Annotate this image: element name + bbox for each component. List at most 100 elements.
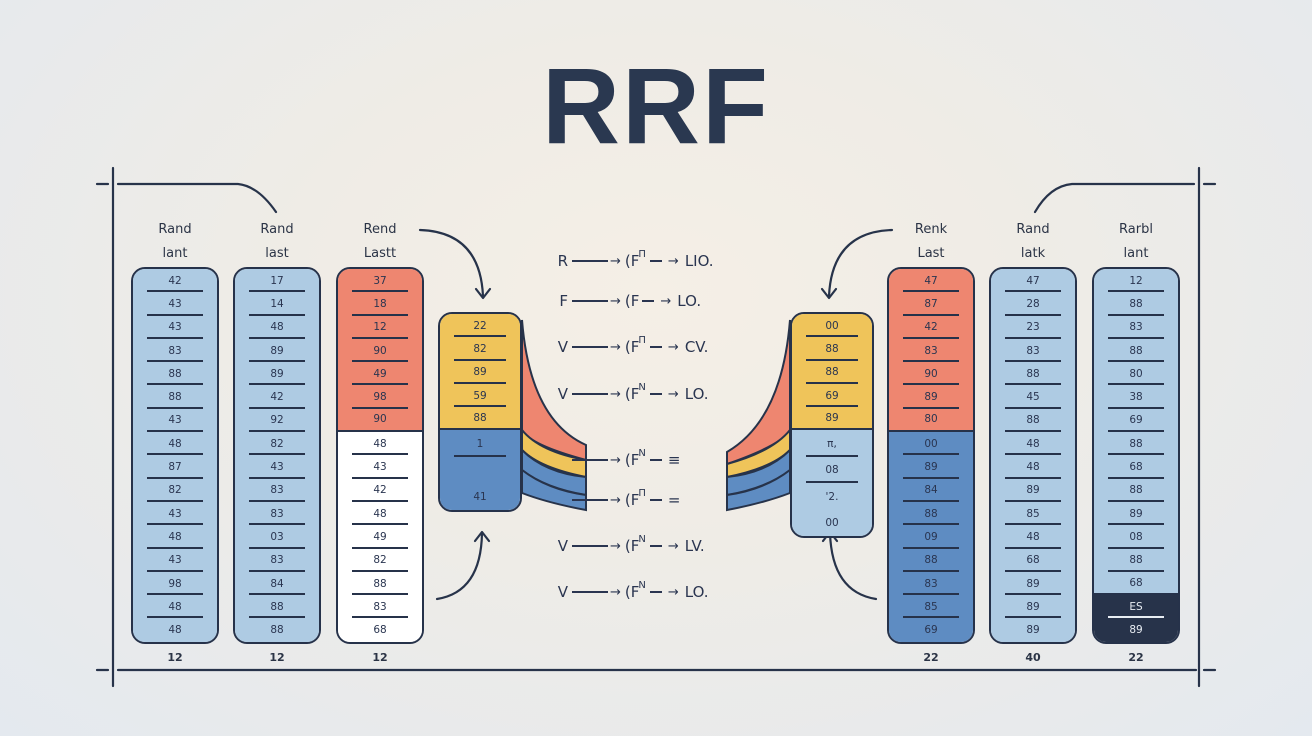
connector-line bbox=[572, 459, 608, 461]
list-cell: 47 bbox=[889, 269, 973, 293]
list-cell: 87 bbox=[133, 455, 217, 479]
function-superscript: Π bbox=[638, 248, 646, 260]
formula-input-label: V bbox=[557, 583, 568, 601]
connector-line bbox=[649, 545, 662, 547]
list-cell-value: 43 bbox=[168, 507, 182, 520]
list-cell-value: 88 bbox=[373, 577, 387, 590]
list-cell-value: 88 bbox=[270, 624, 284, 637]
list-cell-value: 68 bbox=[1026, 554, 1040, 567]
list-cell: 69 bbox=[1094, 408, 1178, 433]
list-cell-value: 84 bbox=[924, 484, 938, 497]
list-cell: 89 bbox=[792, 407, 872, 431]
list-cell-value: 89 bbox=[1026, 484, 1040, 497]
list-cell-value: 89 bbox=[924, 461, 938, 474]
fusion-function: (F bbox=[624, 385, 640, 403]
connector-line bbox=[572, 545, 608, 547]
list-cell-value: 69 bbox=[1129, 414, 1143, 427]
connector-line bbox=[572, 393, 608, 395]
list-cell-value: 83 bbox=[924, 344, 938, 357]
connector-line bbox=[649, 499, 662, 501]
function-superscript: N bbox=[638, 447, 646, 459]
list-cell: 38 bbox=[1094, 385, 1178, 410]
arrow-icon: → bbox=[667, 339, 679, 355]
list-cell-value: 88 bbox=[473, 411, 487, 424]
formula-result: LO. bbox=[677, 292, 702, 310]
list-cell-value: 88 bbox=[924, 554, 938, 567]
arrow-icon: → bbox=[667, 538, 679, 554]
list-cell: π, bbox=[792, 430, 872, 457]
arrow-top-left-head bbox=[474, 287, 492, 300]
fusion-function: (F bbox=[624, 338, 640, 356]
list-cell-value: 69 bbox=[924, 624, 938, 637]
list-cell: 22 bbox=[440, 314, 520, 338]
list-cell: 89 bbox=[991, 595, 1075, 619]
connector-line bbox=[649, 393, 662, 395]
right-ribbon bbox=[726, 319, 791, 512]
list-cell-value: 88 bbox=[270, 600, 284, 613]
list-cell: 89 bbox=[235, 338, 319, 363]
formula-result: LO. bbox=[684, 385, 709, 403]
list-cell-value: 08 bbox=[1129, 530, 1143, 543]
list-cell: 08 bbox=[792, 456, 872, 484]
list-cell-value: 43 bbox=[373, 461, 387, 474]
formula-result: LIO. bbox=[684, 252, 714, 270]
list-cell: 68 bbox=[338, 618, 422, 642]
list-cell: 88 bbox=[991, 408, 1075, 433]
list-cell bbox=[440, 456, 520, 484]
list-cell-value: 88 bbox=[1026, 367, 1040, 380]
list-footer: 22 bbox=[1128, 651, 1144, 664]
list-cell: 12 bbox=[1094, 269, 1178, 293]
list-cell: 89 bbox=[235, 362, 319, 386]
list-cell-value: 98 bbox=[373, 391, 387, 404]
list-header: Rend Lastt bbox=[335, 218, 425, 266]
list-header: Rarbl lant bbox=[1091, 218, 1181, 266]
list-cell: 23 bbox=[991, 315, 1075, 340]
connector-line bbox=[649, 346, 662, 348]
list-cell: 89 bbox=[889, 455, 973, 479]
list-cell-value: 00 bbox=[825, 517, 839, 530]
arrow-icon: → bbox=[610, 492, 621, 508]
list-cell-value: 90 bbox=[373, 344, 387, 357]
formula-result: ≡ bbox=[667, 451, 681, 469]
list-cell-value: 43 bbox=[168, 554, 182, 567]
list-cell: 48 bbox=[133, 432, 217, 456]
list-cell-value: 89 bbox=[1026, 577, 1040, 590]
list-cell-value: 42 bbox=[168, 274, 182, 287]
connector-line bbox=[572, 260, 608, 262]
list-cell-value: 92 bbox=[270, 414, 284, 427]
left-ribbon-blue2 bbox=[521, 467, 587, 512]
arrow-top-left bbox=[418, 228, 485, 298]
diagram-title: RRF bbox=[542, 45, 770, 166]
list-cell-value: 42 bbox=[924, 321, 938, 334]
formula-input-label: V bbox=[557, 537, 568, 555]
list-cell-value: 88 bbox=[168, 367, 182, 380]
left-ribbon bbox=[521, 319, 587, 512]
right-frame-top bbox=[1033, 182, 1196, 214]
list-cell-value: 48 bbox=[1026, 530, 1040, 543]
list-cell: 83 bbox=[889, 571, 973, 596]
arrow-icon: → bbox=[610, 452, 621, 468]
list-cell: 12 bbox=[338, 315, 422, 340]
list-cell-value: 89 bbox=[270, 344, 284, 357]
list-cell: 88 bbox=[1094, 338, 1178, 363]
list-cell-value: 17 bbox=[270, 274, 284, 287]
list-cell-value: 87 bbox=[168, 461, 182, 474]
list-cell: 42 bbox=[889, 315, 973, 340]
list-cell: 83 bbox=[338, 595, 422, 619]
list-cell: 49 bbox=[338, 362, 422, 386]
list-cell: 83 bbox=[889, 338, 973, 363]
list-cell-value: 85 bbox=[924, 600, 938, 613]
list-cell: 82 bbox=[440, 337, 520, 361]
list-cell: 88 bbox=[991, 362, 1075, 386]
list-cell: 87 bbox=[889, 292, 973, 316]
function-superscript: N bbox=[638, 381, 646, 393]
list-cell-value: 90 bbox=[373, 413, 387, 426]
list-cell: 85 bbox=[991, 501, 1075, 526]
list-cell: 69 bbox=[889, 618, 973, 642]
list-cell-value: 48 bbox=[168, 600, 182, 613]
list-cell-value: 83 bbox=[1026, 344, 1040, 357]
